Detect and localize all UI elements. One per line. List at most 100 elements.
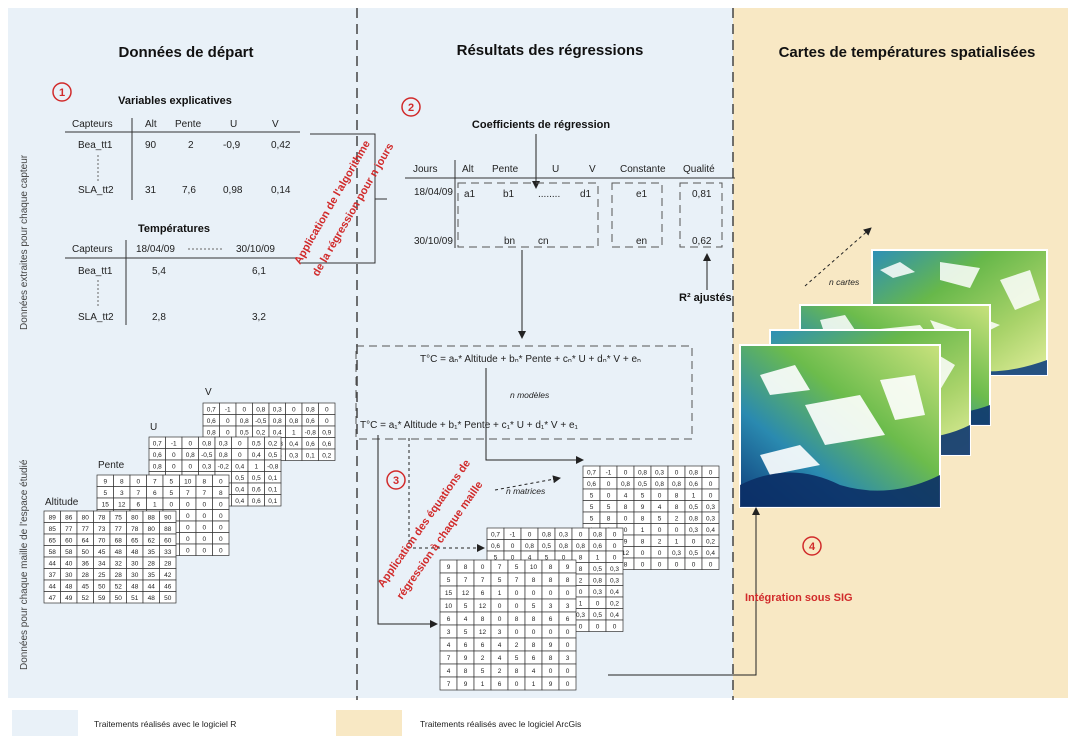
matrix-n-grid-value: 0,8 (638, 469, 647, 476)
pente-grid-value: 7 (136, 490, 140, 497)
v-grid-cell (318, 448, 336, 461)
matrix-n-grid-value: 5 (590, 504, 594, 511)
matrix-n-grid-value: 2 (675, 515, 679, 522)
legend: Traitements réalisés avec le logiciel R … (12, 710, 581, 736)
grid-label-v: V (205, 387, 212, 398)
matrix-1-grid-value: 8 (532, 616, 536, 623)
matrix-n-grid-value: 8 (641, 538, 645, 545)
matrix-n-grid-value: 0,8 (689, 515, 698, 522)
matrix-mid-grid-value: 0 (579, 623, 583, 630)
legend-label-arcgis: Traitements réalisés avec le logiciel Ar… (420, 719, 581, 729)
legend-label-r: Traitements réalisés avec le logiciel R (94, 719, 236, 729)
matrix-n-grid-value: 0,3 (706, 504, 715, 511)
altitude-grid-value: 42 (164, 572, 172, 579)
v-grid-value: 0,8 (289, 418, 298, 425)
title-right: Cartes de températures spatialisées (779, 44, 1036, 61)
matrix-1-grid-value: 0 (481, 564, 485, 571)
matrix-1-grid-value: 0 (532, 629, 536, 636)
altitude-grid-value: 51 (131, 595, 139, 602)
altitude-grid-value: 88 (148, 514, 156, 521)
matrix-1-grid-value: 8 (566, 577, 570, 584)
coefficients-table: Jours Alt Pente U V Constante Qualité 18… (405, 160, 735, 248)
u-grid-value: 0 (172, 452, 176, 459)
altitude-grid-cell (159, 591, 177, 604)
pente-grid-value: 12 (118, 501, 126, 508)
matrix-n-grid-value: 0 (658, 527, 662, 534)
pente-grid-value: 0 (202, 547, 206, 554)
altitude-grid-value: 64 (82, 537, 90, 544)
matrix-n-grid-value: 0,3 (706, 515, 715, 522)
altitude-grid-value: 48 (131, 583, 139, 590)
matrix-1-grid-value: 7 (481, 577, 485, 584)
svg-text:0,98: 0,98 (223, 185, 243, 196)
pente-grid-value: 0 (202, 536, 206, 543)
matrix-mid-grid-cell (605, 619, 624, 632)
matrix-mid-grid-value: 0,8 (525, 543, 534, 550)
altitude-grid-value: 80 (148, 526, 156, 533)
map-stack (739, 249, 1048, 508)
pente-grid-value: 0 (219, 524, 223, 531)
svg-text:SLA_tt2: SLA_tt2 (78, 185, 114, 196)
svg-text:3,2: 3,2 (252, 312, 266, 323)
matrix-mid-grid-value: 4 (528, 554, 532, 561)
pente-grid-value: 8 (219, 490, 223, 497)
matrix-n-grid-value: 8 (675, 504, 679, 511)
matrix-1-grid-value: 2 (481, 655, 485, 662)
pente-grid-value: 10 (184, 478, 192, 485)
matrix-n-grid-value: 2 (658, 538, 662, 545)
matrix-mid-grid-value: 2 (579, 577, 583, 584)
matrix-1-grid-value: 3 (566, 603, 570, 610)
matrix-n-grid-value: 0 (675, 561, 679, 568)
v-grid-value: 0,3 (289, 452, 298, 459)
step-1-marker: 1 (52, 82, 72, 102)
altitude-grid-value: 68 (115, 537, 123, 544)
matrix-1-grid-value: 8 (515, 668, 519, 675)
v-grid-value: 0,3 (273, 406, 282, 413)
svg-text:5,4: 5,4 (152, 266, 166, 277)
matrix-n-grid-value: 5 (641, 492, 645, 499)
matrix-1-grid-value: 15 (445, 590, 453, 597)
matrix-n-grid-value: 8 (675, 492, 679, 499)
map-1 (739, 344, 941, 508)
pente-grid-value: 0 (202, 524, 206, 531)
altitude-grid-value: 73 (98, 526, 106, 533)
pente-grid-value: 0 (219, 536, 223, 543)
matrix-n-grid-value: 12 (622, 550, 630, 557)
matrix-mid-grid-value: 1 (579, 600, 583, 607)
matrix-n-grid-value: 0,6 (587, 481, 596, 488)
matrix-mid-grid-value: 0 (596, 623, 600, 630)
pente-grid-value: 3 (120, 490, 124, 497)
matrix-n-grid-value: 0,8 (672, 481, 681, 488)
svg-text:0,81: 0,81 (692, 189, 712, 200)
legend-swatch-arcgis (336, 710, 402, 736)
matrix-n-grid-value: 9 (641, 504, 645, 511)
svg-text:U: U (230, 119, 237, 130)
svg-text:bn: bn (504, 236, 515, 247)
matrix-n-grid-value: 0 (709, 481, 713, 488)
u-grid-value: 0,8 (186, 452, 195, 459)
matrix-n-grid-value: 0,5 (689, 504, 698, 511)
altitude-grid-value: 35 (148, 572, 156, 579)
matrix-1-grid-value: 0 (515, 629, 519, 636)
matrix-n-grid-value: 0,7 (587, 469, 596, 476)
matrix-1-grid-value: 8 (532, 577, 536, 584)
matrix-n-grid-value: 0 (641, 561, 645, 568)
svg-text:18/04/09: 18/04/09 (136, 244, 175, 255)
pente-grid-value: 0 (136, 478, 140, 485)
u-grid-value: 0,4 (252, 452, 261, 459)
u-grid-value: -0,5 (201, 452, 213, 459)
matrix-1-grid-value: 2 (498, 668, 502, 675)
altitude-grid-value: 28 (148, 560, 156, 567)
matrix-1-grid-value: 5 (515, 655, 519, 662)
pente-grid-value: 0 (219, 501, 223, 508)
grid-label-u: U (150, 422, 157, 433)
svg-text:1: 1 (59, 87, 65, 99)
v-grid-value: 0,5 (240, 429, 249, 436)
altitude-grid-value: 44 (148, 583, 156, 590)
svg-text:V: V (589, 164, 596, 175)
matrix-n-grid-value: 0,8 (655, 481, 664, 488)
matrix-mid-grid-value: 0,6 (491, 543, 500, 550)
altitude-grid-value: 62 (148, 537, 156, 544)
matrix-n-grid-value: 0 (641, 550, 645, 557)
